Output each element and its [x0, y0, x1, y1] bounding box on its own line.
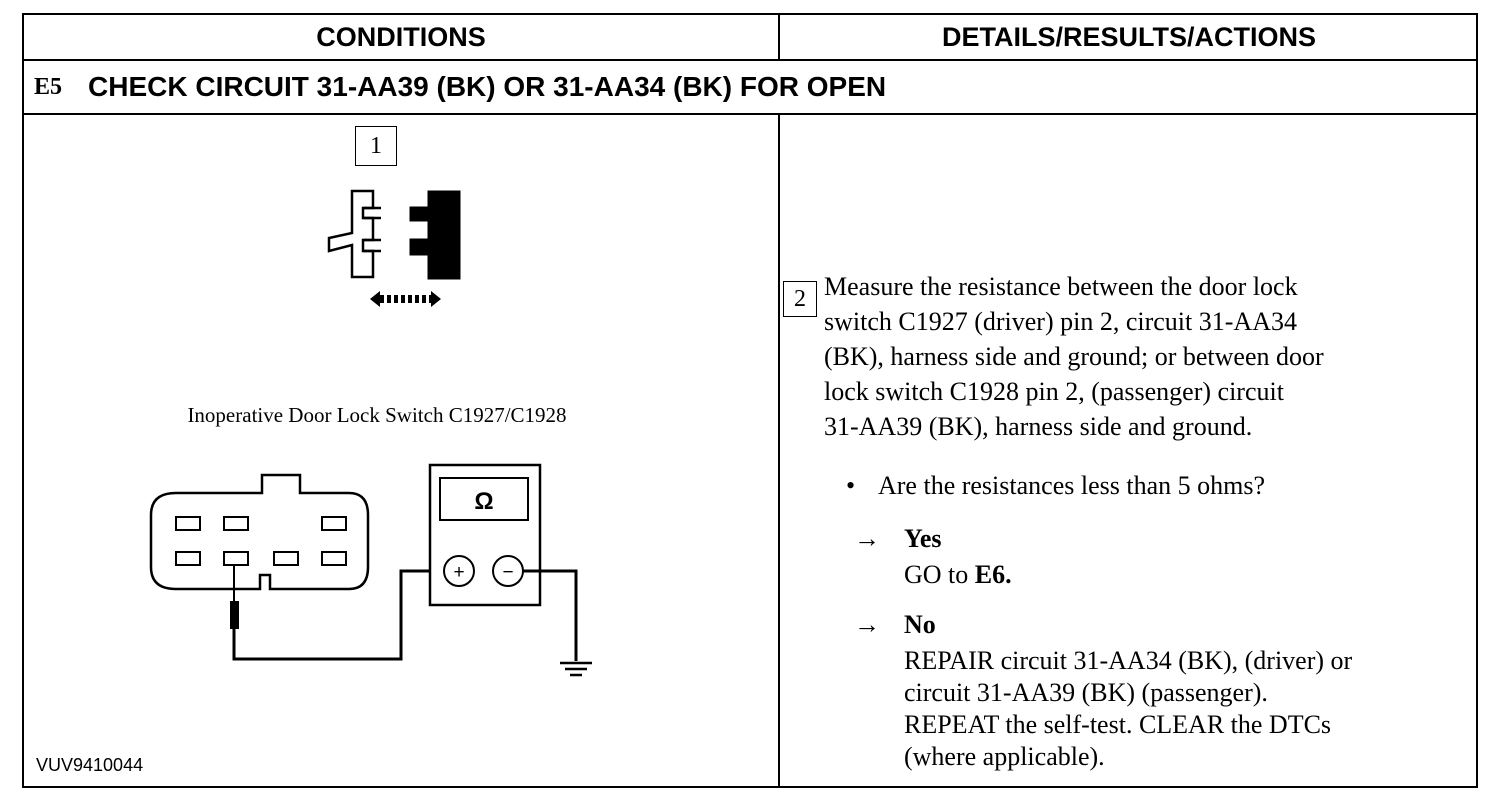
conditions-cell: 1	[24, 115, 778, 788]
connector-diagram: Ω + −	[149, 189, 592, 677]
figure-caption: Inoperative Door Lock Switch C1927/C1928	[187, 403, 567, 427]
no-action-line: (where applicable).	[904, 742, 1105, 771]
plus-terminal: +	[453, 562, 464, 583]
minus-terminal: −	[502, 562, 513, 583]
bullet-icon: •	[846, 471, 856, 500]
procedure-table: CONDITIONS DETAILS/RESULTS/ACTIONS E5 CH…	[22, 13, 1478, 788]
question-text: Are the resistances less than 5 ohms?	[878, 471, 1266, 500]
yes-label: Yes	[904, 524, 942, 553]
figure-code: VUV9410044	[36, 755, 144, 775]
no-action: REPAIR circuit 31-AA34 (BK), (driver) or…	[904, 645, 1352, 773]
no-action-line: REPEAT the self-test. CLEAR the DTCs	[904, 710, 1332, 739]
no-action-line: circuit 31-AA39 (BK) (passenger).	[904, 678, 1268, 707]
no-action-line: REPAIR circuit 31-AA34 (BK), (driver) or	[904, 646, 1353, 675]
column-divider-top	[778, 15, 780, 59]
connector-disconnect-icon	[327, 189, 461, 307]
section-divider	[24, 113, 1476, 115]
conditions-header: CONDITIONS	[316, 21, 486, 52]
column-divider-body	[778, 115, 780, 788]
arrow-right-icon: →	[854, 610, 880, 639]
section-title: CHECK CIRCUIT 31-AA39 (BK) OR 31-AA34 (B…	[88, 71, 887, 102]
step-1-box: 1	[355, 126, 397, 166]
instruction-line: 31-AA39 (BK), harness side and ground.	[824, 412, 1253, 441]
header-divider	[24, 59, 1476, 61]
section-title-row: E5 CHECK CIRCUIT 31-AA39 (BK) OR 31-AA34…	[24, 61, 1476, 113]
yes-action: GO to E6.	[904, 559, 1012, 591]
details-header: DETAILS/RESULTS/ACTIONS	[941, 21, 1316, 52]
yes-action-prefix: GO to	[904, 560, 975, 589]
instruction-line: lock switch C1928 pin 2, (passenger) cir…	[824, 377, 1284, 406]
details-cell: 2 Measure the resistance between the doo…	[780, 115, 1478, 788]
arrow-right-icon: →	[854, 524, 880, 553]
no-label: No	[904, 610, 936, 639]
step-2-box: 2	[783, 281, 817, 317]
section-number: E5	[34, 73, 63, 100]
measure-instruction: Measure the resistance between the door …	[824, 269, 1464, 444]
ohmmeter: Ω + −	[428, 463, 592, 677]
ohm-symbol: Ω	[474, 488, 493, 515]
instruction-line: switch C1927 (driver) pin 2, circuit 31-…	[824, 307, 1297, 336]
instruction-line: Measure the resistance between the door …	[824, 272, 1298, 301]
question-bullet: • Are the resistances less than 5 ohms?	[846, 471, 1265, 501]
yes-action-target: E6.	[974, 560, 1012, 589]
instruction-line: (BK), harness side and ground; or betwee…	[824, 342, 1324, 371]
harness-connector	[149, 473, 444, 661]
